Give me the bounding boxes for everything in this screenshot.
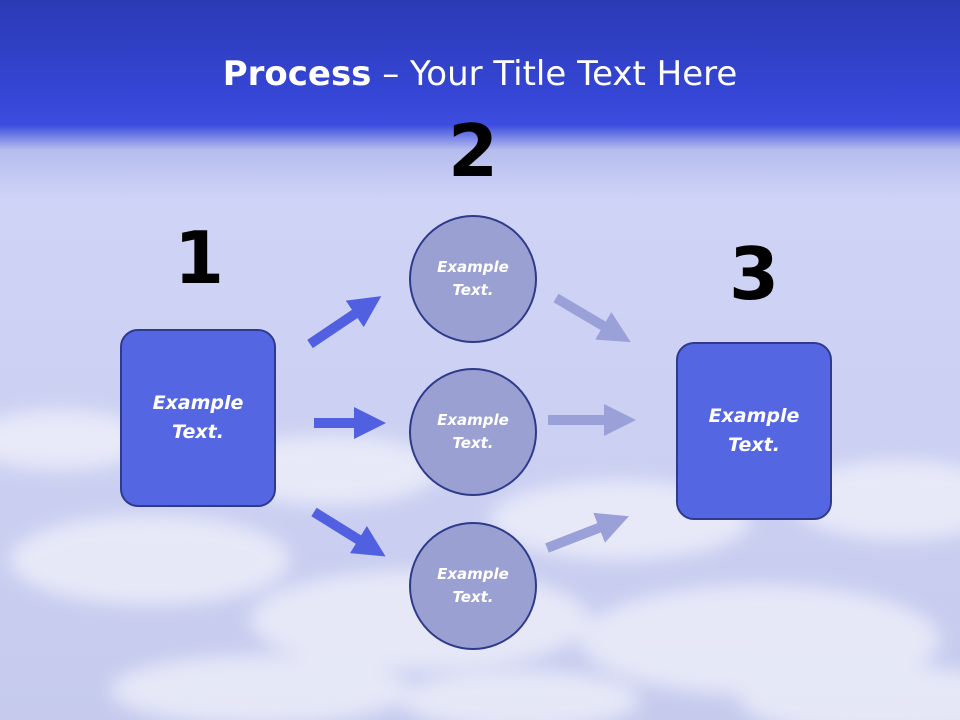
step-number-3: 3: [728, 232, 780, 316]
step-2-label-top: Example Text.: [437, 258, 509, 299]
title-rest: – Your Title Text Here: [371, 54, 738, 94]
step-1-box: Example Text.: [120, 329, 276, 507]
arrow-1-to-2-top: [307, 296, 382, 349]
step-2-circle-top: Example Text.: [409, 215, 537, 343]
step-3-label: Example Text.: [708, 405, 800, 456]
title-bold: Process: [222, 54, 372, 94]
step-number-1: 1: [173, 216, 225, 300]
step-1-label: Example Text.: [152, 392, 244, 443]
step-2-circle-middle: Example Text.: [409, 368, 537, 496]
step-2-label-middle: Example Text.: [437, 411, 509, 452]
step-number-2: 2: [447, 109, 499, 193]
arrow-2-bottom-to-3: [545, 512, 629, 553]
step-2-label-bottom: Example Text.: [437, 565, 509, 606]
step-2-circle-bottom: Example Text.: [409, 522, 537, 650]
step-3-box: Example Text.: [676, 342, 832, 520]
slide-title: Process – Your Title Text Here: [0, 50, 960, 98]
arrow-1-to-2-bottom: [311, 507, 386, 557]
arrow-2-top-to-3: [553, 293, 631, 343]
